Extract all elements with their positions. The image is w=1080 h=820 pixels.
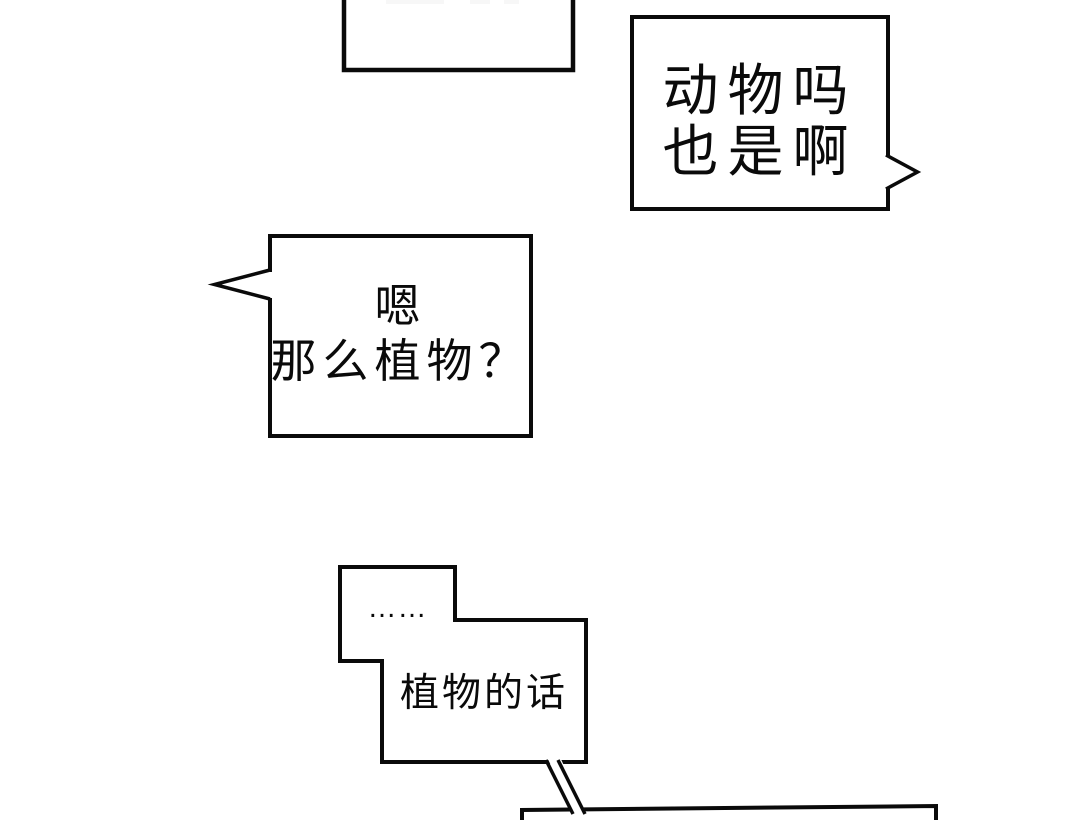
plant-answer-line: 植物的话: [399, 672, 568, 715]
animal-bubble-text: 动物吗 也是啊: [632, 15, 888, 211]
cutoff-text-remnant: [504, 0, 519, 4]
plant-question-line1: 嗯: [374, 280, 427, 332]
animal-bubble-line1: 动物吗: [662, 59, 858, 122]
plant-question-bubble: [268, 234, 533, 438]
animal-bubble: [630, 15, 890, 211]
animal-bubble-line2: 也是啊: [662, 120, 858, 183]
animal-bubble-tail: [885, 153, 922, 191]
cutoff-text-remnant: [386, 0, 444, 4]
top-partial-bubble: [341, 0, 576, 73]
plant-answer-ellipsis: ……: [340, 565, 455, 661]
plant-answer-bubble: [338, 565, 588, 764]
plant-answer-bubble-text: 植物的话: [382, 618, 586, 762]
ellipsis-glyphs: ……: [367, 591, 428, 624]
plant-question-line2: 那么植物？: [270, 335, 531, 387]
cutoff-text-remnant: [470, 0, 490, 4]
connector-tail-right-line: [556, 759, 587, 815]
bottom-partial-bubble: [520, 803, 938, 820]
plant-question-bubble-text: 嗯 那么植物？: [270, 236, 531, 432]
plant-question-bubble-tail: [207, 268, 271, 301]
connector-tail-left-line: [544, 759, 575, 815]
